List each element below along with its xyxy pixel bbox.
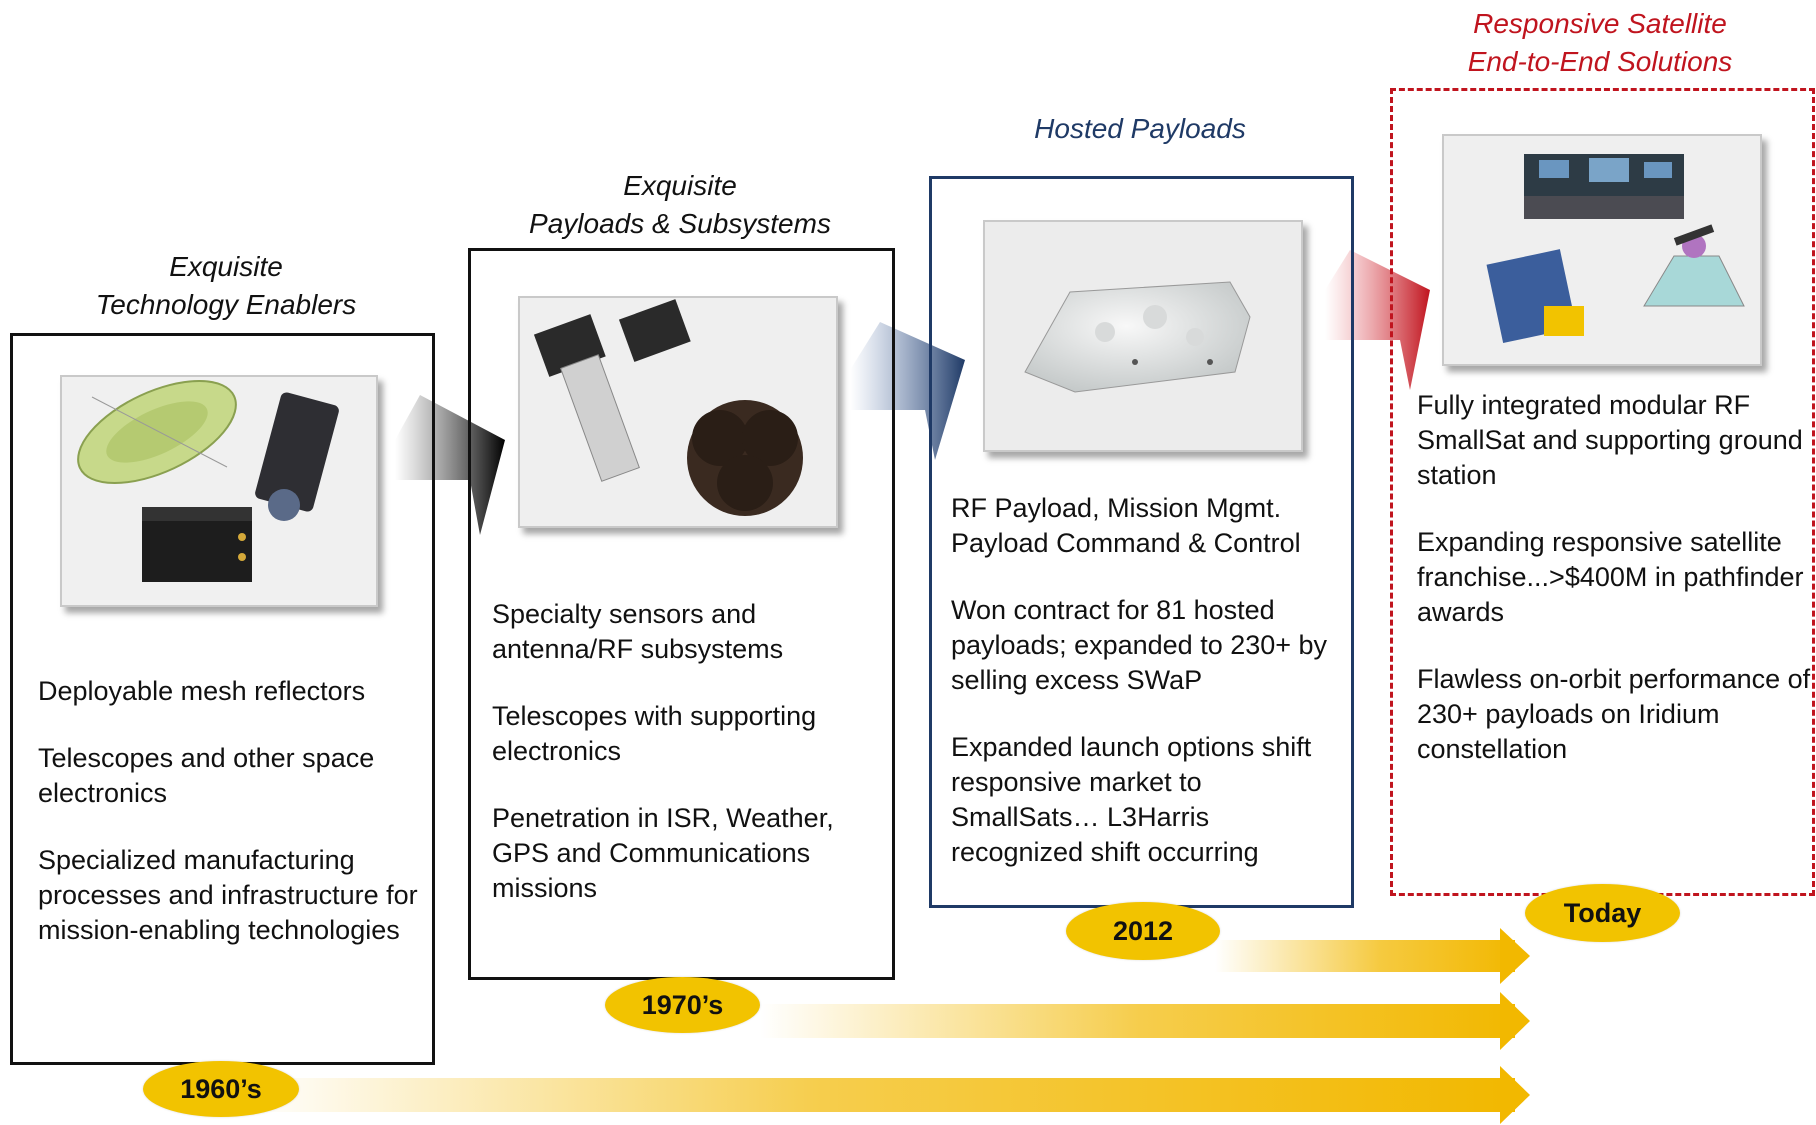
era-badge-today: Today — [1525, 884, 1680, 942]
stage2-title-line2: Payloads & Subsystems — [529, 208, 831, 239]
stage2-title-line1: Exquisite — [623, 170, 737, 201]
stage3-bullet-3: Expanded launch options shift responsive… — [951, 732, 1312, 867]
ground-station-and-smallsat-photo — [1486, 154, 1745, 344]
photo-stage2 — [518, 296, 838, 528]
chevron-arrow-1 — [395, 395, 505, 535]
stage3-bullet-2: Won contract for 81 hosted payloads; exp… — [951, 595, 1328, 695]
stage1-title-line2: Technology Enablers — [95, 289, 357, 320]
stage3-bullet-1: RF Payload, Mission Mgmt. Payload Comman… — [951, 493, 1301, 558]
stage3-title-line1: Hosted Payloads — [1034, 113, 1246, 144]
hosted-payload-photo — [1024, 281, 1251, 393]
timeline-arrow-1970s — [760, 992, 1530, 1050]
stage2-title: Exquisite Payloads & Subsystems — [505, 167, 855, 243]
stage4-bullets: Fully integrated modular RF SmallSat and… — [1417, 388, 1812, 799]
photo-stage3 — [983, 220, 1303, 452]
stage4-bullet-2: Expanding responsive satellite franchise… — [1417, 527, 1804, 627]
timeline-arrow-1960s — [250, 1066, 1530, 1124]
era-badge-1960s: 1960’s — [143, 1061, 299, 1117]
era-badge-2012: 2012 — [1066, 902, 1220, 960]
chevron-arrow-2 — [850, 322, 965, 460]
stage4-bullet-3: Flawless on-orbit performance of 230+ pa… — [1417, 664, 1811, 764]
stage1-title-line1: Exquisite — [169, 251, 283, 282]
stage2-bullet-2: Telescopes with supporting electronics — [492, 701, 817, 766]
stage1-title: Exquisite Technology Enablers — [76, 248, 376, 324]
stage3-bullets: RF Payload, Mission Mgmt. Payload Comman… — [951, 491, 1346, 902]
mesh-reflector-telescope-electronics-photo — [77, 379, 339, 582]
stage3-title: Hosted Payloads — [990, 110, 1290, 148]
stage1-bullet-1: Deployable mesh reflectors — [38, 676, 366, 706]
timeline-arrow-2012 — [1215, 928, 1530, 984]
satellite-and-antenna-photo — [533, 299, 803, 516]
era-badge-1970s: 1970’s — [605, 977, 760, 1033]
photo-stage4 — [1442, 134, 1762, 366]
stage4-title-line2: End-to-End Solutions — [1467, 46, 1733, 77]
stage1-bullet-2: Telescopes and other space electronics — [38, 743, 375, 808]
stage4-title-line1: Responsive Satellite — [1473, 8, 1727, 39]
stage1-bullet-3: Specialized manufacturing processes and … — [38, 845, 418, 945]
stage1-bullets: Deployable mesh reflectors Telescopes an… — [38, 674, 423, 980]
stage2-bullet-1: Specialty sensors and antenna/RF subsyst… — [492, 599, 784, 664]
stage2-bullets: Specialty sensors and antenna/RF subsyst… — [492, 597, 882, 938]
stage4-title: Responsive Satellite End-to-End Solution… — [1400, 5, 1800, 81]
photo-stage1 — [60, 375, 378, 607]
stage4-bullet-1: Fully integrated modular RF SmallSat and… — [1417, 390, 1803, 490]
stage2-bullet-3: Penetration in ISR, Weather, GPS and Com… — [492, 803, 834, 903]
